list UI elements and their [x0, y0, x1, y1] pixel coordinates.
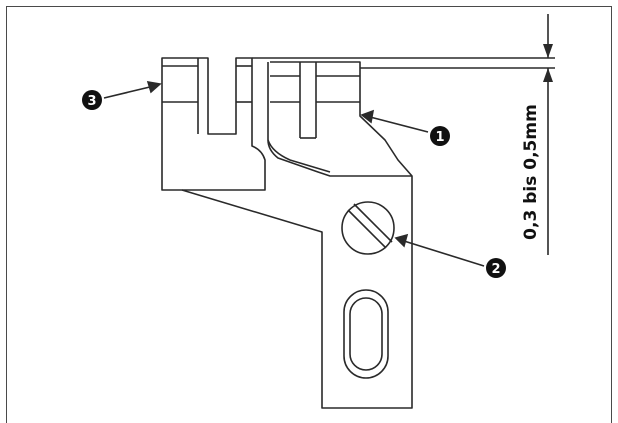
callout-1: 1	[430, 126, 450, 146]
leader-arrow-1	[360, 109, 429, 133]
svg-text:2: 2	[491, 262, 500, 277]
figure-frame	[6, 6, 612, 423]
leader-arrow-2	[394, 233, 485, 267]
svg-text:3: 3	[87, 94, 96, 109]
screw	[341, 201, 395, 255]
adjustment-slot	[343, 289, 389, 379]
dimension-arrows	[543, 44, 553, 82]
presser-foot-left-piece	[161, 57, 266, 191]
callout-3: 3	[82, 90, 102, 110]
leader-arrow-3	[103, 80, 162, 99]
presser-foot-bracket	[181, 61, 413, 409]
svg-text:1: 1	[435, 130, 444, 145]
dimension-label: 0,3 bis 0,5mm	[521, 104, 541, 240]
callout-2: 2	[486, 258, 506, 278]
